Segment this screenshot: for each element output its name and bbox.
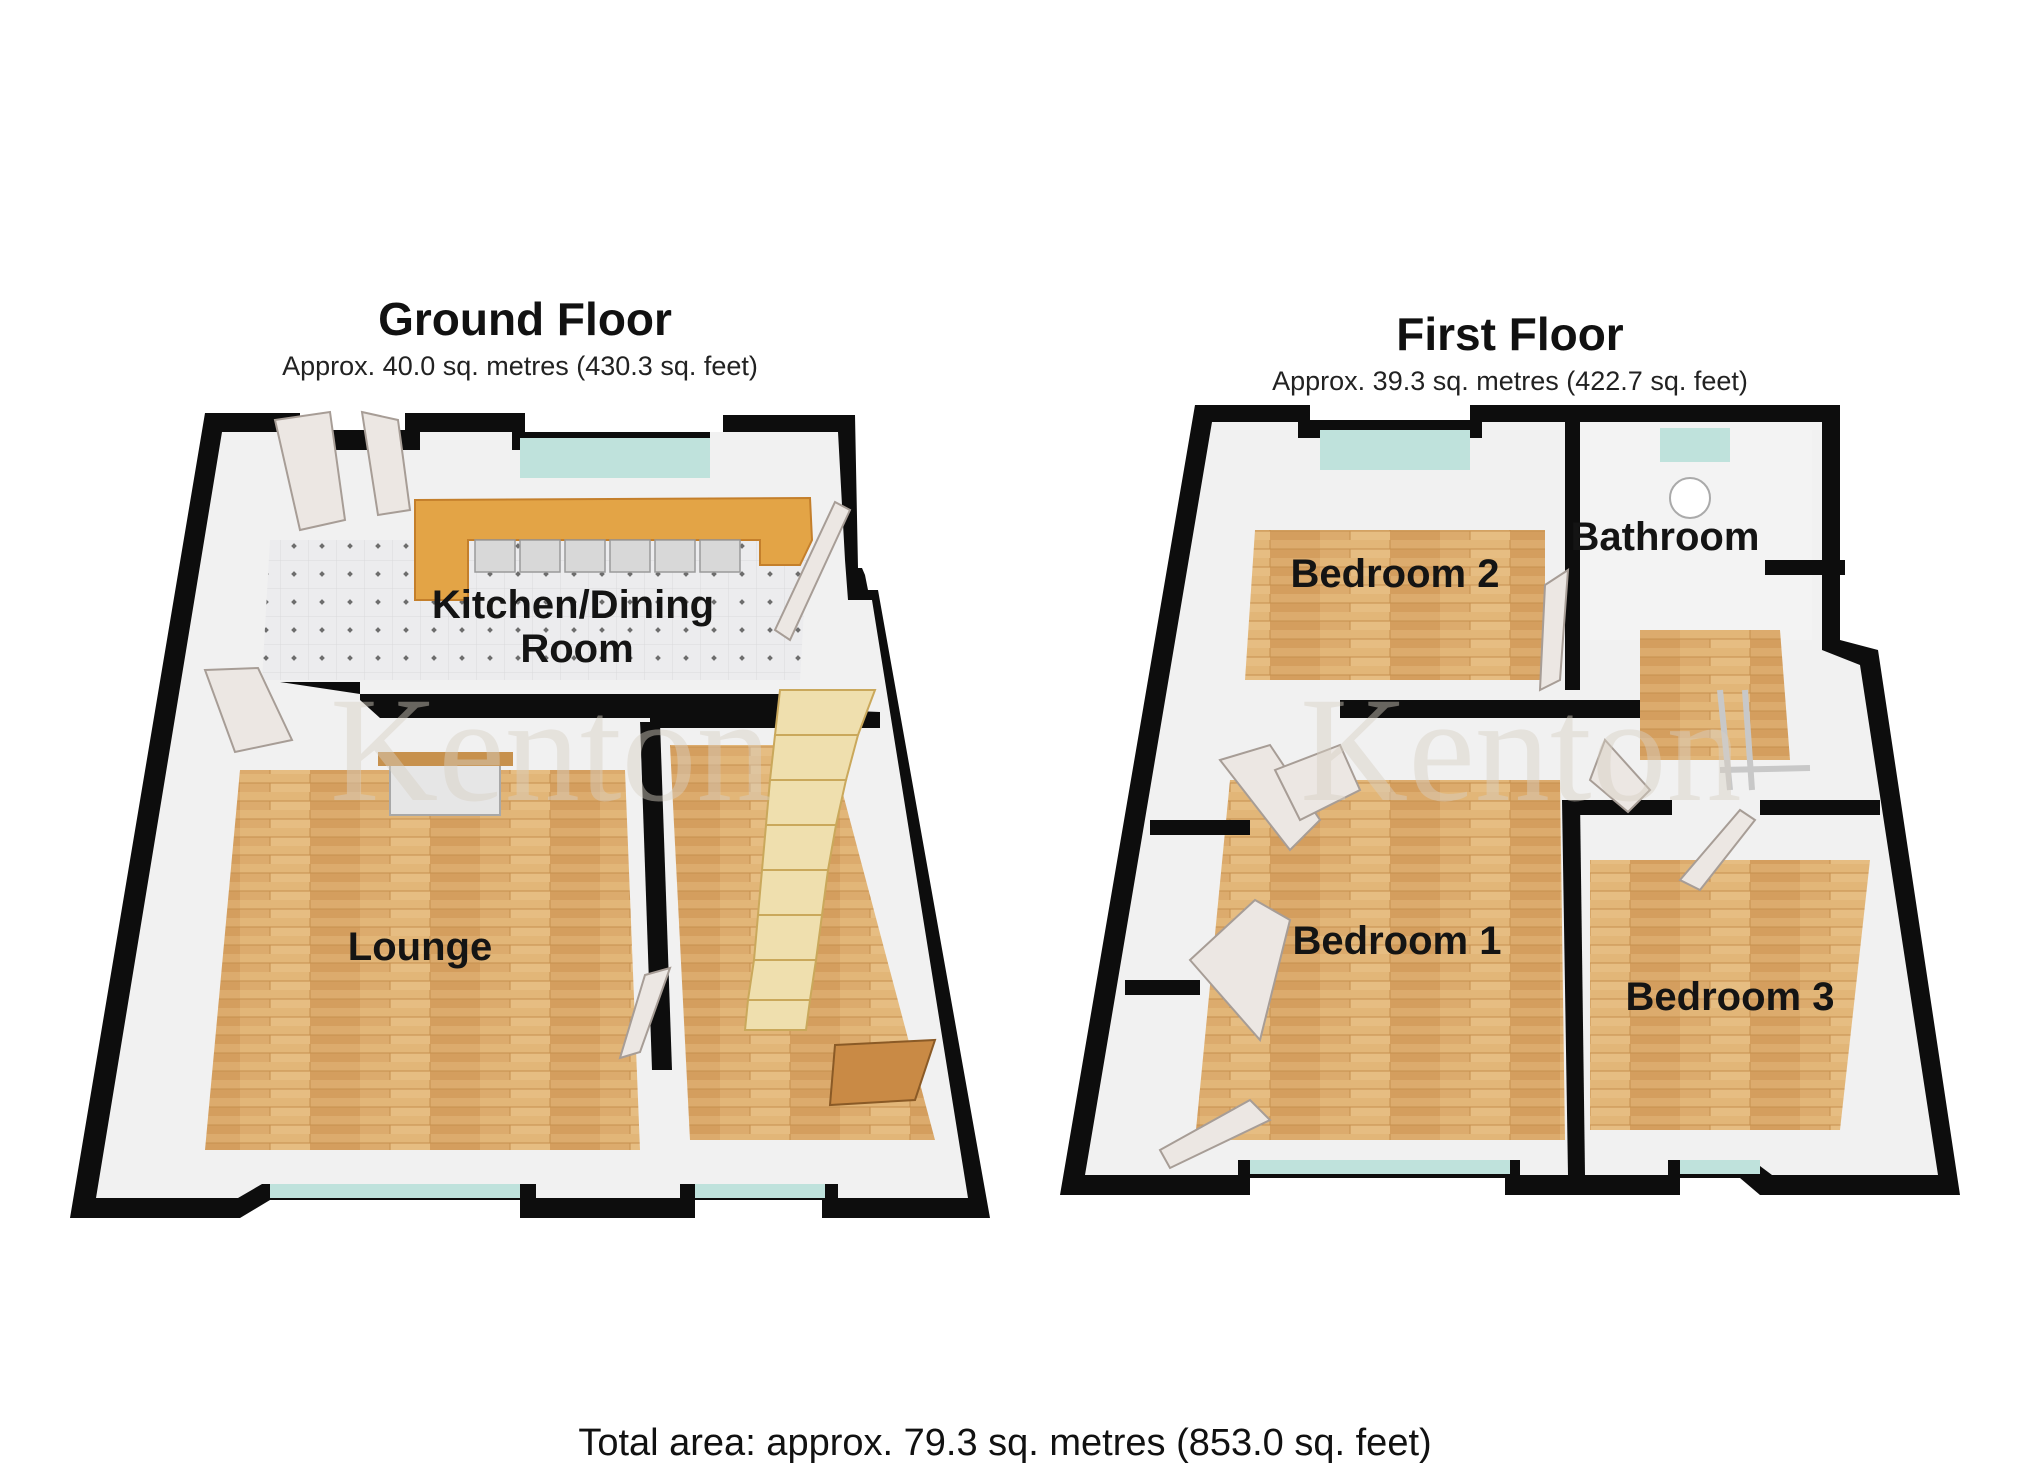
- front-door: [828, 1038, 937, 1107]
- room-label-lounge: Lounge: [348, 925, 492, 969]
- lounge-wood-floor: [205, 770, 640, 1150]
- first-floor-plan: [1060, 405, 1960, 1195]
- bathroom-door: [1538, 568, 1570, 692]
- room-label-kitchen-dining-room: Room: [520, 627, 633, 671]
- kitchen-tiled-floor: [262, 540, 808, 680]
- kitchen-counter: [414, 496, 814, 601]
- watermark-ground: Kenton: [330, 667, 772, 833]
- room-label-bedroom-3: Bedroom 3: [1626, 975, 1835, 1019]
- first-floor-partition-left: [1150, 820, 1250, 835]
- bedroom-1-3-partition: [1562, 800, 1585, 1175]
- kitchen-cupboards: [474, 539, 741, 573]
- bedroom-3-door: [1678, 808, 1757, 892]
- room-label-bathroom: Bathroom: [1571, 515, 1760, 559]
- first-floor-title: First Floor: [1396, 308, 1624, 360]
- bedroom-1-top-wall: [1340, 700, 1640, 718]
- bathroom-wall: [1565, 420, 1580, 690]
- staircase: [743, 689, 877, 1031]
- bedroom-3-front-window: [1680, 1160, 1760, 1174]
- first-floor-area: Approx. 39.3 sq. metres (422.7 sq. feet): [1272, 366, 1748, 396]
- lounge-side-window: [203, 666, 294, 754]
- kitchen-side-door: [773, 500, 852, 642]
- bathroom-lower-wall: [1765, 560, 1845, 575]
- room-label-bedroom-2: Bedroom 2: [1291, 552, 1500, 596]
- kitchen-back-door-left: [273, 410, 347, 532]
- kitchen-lounge-partition: [280, 682, 880, 728]
- landing-cupboard-door: [1588, 738, 1652, 814]
- bedroom-1-front-window: [1250, 1160, 1510, 1174]
- lounge-door: [618, 966, 672, 1060]
- first-floor-partition-left-2: [1125, 980, 1200, 995]
- bedroom-1-wardrobe-door-3: [1158, 1098, 1272, 1170]
- kitchen-window: [520, 438, 710, 478]
- bedroom-3-top-wall-right: [1760, 800, 1880, 815]
- bedroom-3-wood-floor: [1590, 860, 1870, 1130]
- landing-floor: [1640, 630, 1790, 760]
- bedroom-1-wardrobe-door-1: [1218, 743, 1322, 852]
- fireplace-mantel: [378, 752, 513, 766]
- room-label-bedroom-1: Bedroom 1: [1293, 919, 1502, 963]
- bathroom-floor: [1580, 430, 1812, 640]
- ground-floor-title: Ground Floor: [378, 293, 672, 345]
- hall-front-window: [695, 1184, 825, 1198]
- lounge-fireplace: [389, 759, 501, 816]
- bathroom-window: [1660, 428, 1730, 462]
- bathroom-basin: [1669, 477, 1711, 519]
- bedroom-1-wardrobe-door-2: [1188, 898, 1292, 1043]
- bedroom-2-window: [1320, 430, 1470, 470]
- bedroom-2-wood-floor: [1245, 530, 1545, 680]
- total-area-caption: Total area: approx. 79.3 sq. metres (853…: [578, 1422, 1431, 1464]
- bedroom-1-wood-floor: [1195, 780, 1565, 1140]
- bedroom-1-door: [1273, 743, 1362, 822]
- lounge-front-window: [270, 1184, 520, 1198]
- watermark-first: Kenton: [1300, 667, 1742, 833]
- landing-railings: [1717, 689, 1811, 791]
- room-label-kitchen-dining: Kitchen/Dining: [432, 583, 714, 627]
- ground-floor-area: Approx. 40.0 sq. metres (430.3 sq. feet): [282, 351, 758, 381]
- kitchen-back-door-right: [360, 410, 412, 517]
- ground-floor-plan: [70, 410, 990, 1218]
